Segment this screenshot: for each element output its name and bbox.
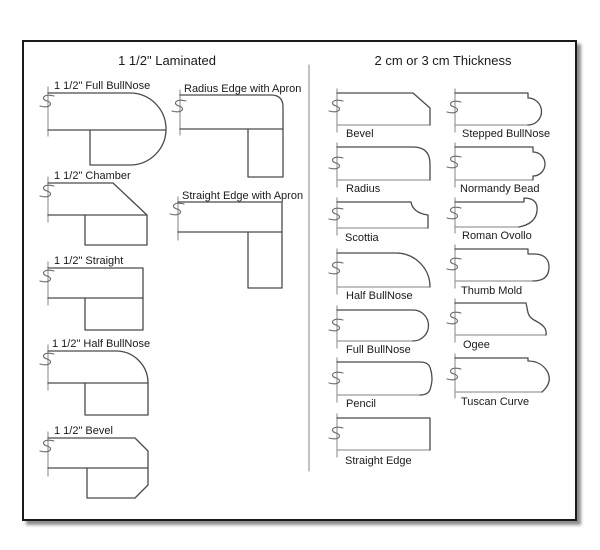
break-squiggle-icon [328, 318, 344, 332]
break-squiggle-icon [446, 257, 462, 271]
profile-label: Half BullNose [346, 290, 413, 302]
profile-outline [336, 201, 429, 229]
break-squiggle-icon [39, 352, 55, 366]
break-squiggle-icon [446, 206, 462, 220]
profile-label: 1 1/2" Full BullNose [54, 80, 151, 92]
profile-label: Ogee [463, 339, 490, 351]
break-squiggle-icon [328, 156, 344, 170]
break-squiggle-icon [39, 184, 55, 198]
profile-label: Full BullNose [346, 344, 411, 356]
profile-outline [454, 92, 543, 126]
profile-label: Bevel [346, 128, 374, 140]
break-squiggle-icon [328, 371, 344, 385]
profile-label: Thumb Mold [461, 285, 523, 297]
break-squiggle-icon [446, 155, 462, 169]
left-panel-title: 1 1/2" Laminated [118, 53, 216, 68]
profile-outline [454, 357, 550, 393]
profile-label: Radius Edge with Apron [184, 83, 302, 95]
break-squiggle-icon [171, 99, 187, 113]
profile-outline [336, 92, 431, 126]
profile-outline [336, 361, 433, 396]
profile-outline [336, 417, 431, 451]
profile-label: 1 1/2" Half BullNose [52, 338, 151, 350]
break-squiggle-icon [446, 311, 462, 325]
profile-label: 1 1/2" Bevel [54, 425, 113, 437]
break-squiggle-icon [39, 439, 55, 453]
profile-label: 1 1/2" Straight [54, 255, 124, 267]
profile-outline [177, 201, 283, 289]
right-panel-title: 2 cm or 3 cm Thickness [374, 53, 512, 68]
break-squiggle-icon [39, 269, 55, 283]
profile-label: Tuscan Curve [461, 396, 530, 408]
profile-outline [336, 146, 431, 181]
break-squiggle-icon [328, 426, 344, 440]
break-squiggle-icon [328, 261, 344, 275]
profile-outline [47, 182, 148, 246]
profile-outline [47, 437, 149, 499]
profile-label: Normandy Bead [460, 183, 540, 195]
profile-label: Scottia [345, 232, 379, 244]
profile-outline [47, 267, 144, 331]
break-squiggle-icon [328, 99, 344, 113]
profile-label: Radius [346, 183, 381, 195]
break-squiggle-icon [328, 207, 344, 221]
break-squiggle-icon [169, 202, 185, 216]
profile-outline [336, 309, 430, 342]
profile-outline [454, 197, 538, 228]
profile-outline [47, 92, 167, 166]
break-squiggle-icon [446, 100, 462, 114]
profile-label: 1 1/2" Chamber [54, 170, 131, 182]
profile-outline [454, 302, 547, 336]
profile-label: Stepped BullNose [462, 128, 551, 140]
break-squiggle-icon [39, 94, 55, 108]
profile-outline [179, 94, 284, 178]
profile-label: Straight Edge [345, 455, 412, 467]
profile-label: Straight Edge with Apron [182, 190, 304, 202]
profile-label: Pencil [346, 398, 376, 410]
profile-outline [336, 252, 431, 288]
break-squiggle-icon [446, 367, 462, 381]
profile-outline [454, 146, 546, 181]
profile-outline [47, 350, 149, 416]
profile-label: Roman Ovollo [462, 230, 532, 242]
profile-outline [454, 248, 550, 282]
